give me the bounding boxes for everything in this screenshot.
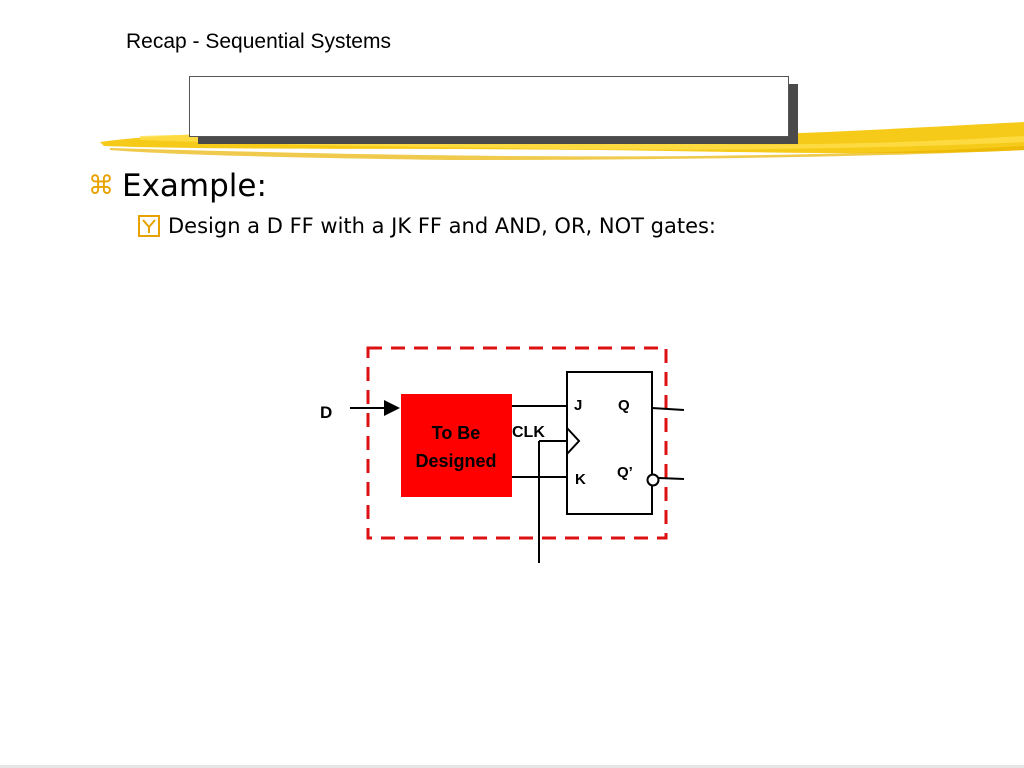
qbar-output-wire <box>658 477 685 480</box>
clock-triangle-icon <box>566 427 581 455</box>
empty-title-box <box>189 76 789 137</box>
slide-title: Recap - Sequential Systems <box>126 30 391 53</box>
clk-label: CLK <box>512 424 545 441</box>
checkbox-y-icon <box>138 215 160 237</box>
d-input-label: D <box>320 403 332 422</box>
q-label: Q <box>618 397 630 414</box>
q-output-wire <box>651 407 685 411</box>
j-label: J <box>574 397 582 414</box>
qbar-label: Q’ <box>617 464 633 481</box>
to-be-designed-block <box>401 394 512 497</box>
bottom-rule <box>0 765 1024 768</box>
bullet-level1-text: Example: <box>122 168 267 204</box>
block-label-line1: To Be <box>432 423 481 443</box>
jk-flipflop-box <box>566 371 653 515</box>
k-label: K <box>575 471 586 488</box>
inversion-bubble <box>646 473 660 487</box>
block-label-line2: Designed <box>415 451 496 471</box>
bullet-level2-text: Design a D FF with a JK FF and AND, OR, … <box>168 214 717 238</box>
dashed-boundary <box>366 346 668 540</box>
command-key-icon: ⌘ <box>88 171 114 201</box>
bullet-level2: Design a D FF with a JK FF and AND, OR, … <box>138 214 716 238</box>
bullet-level1: ⌘ Example: <box>88 168 267 204</box>
